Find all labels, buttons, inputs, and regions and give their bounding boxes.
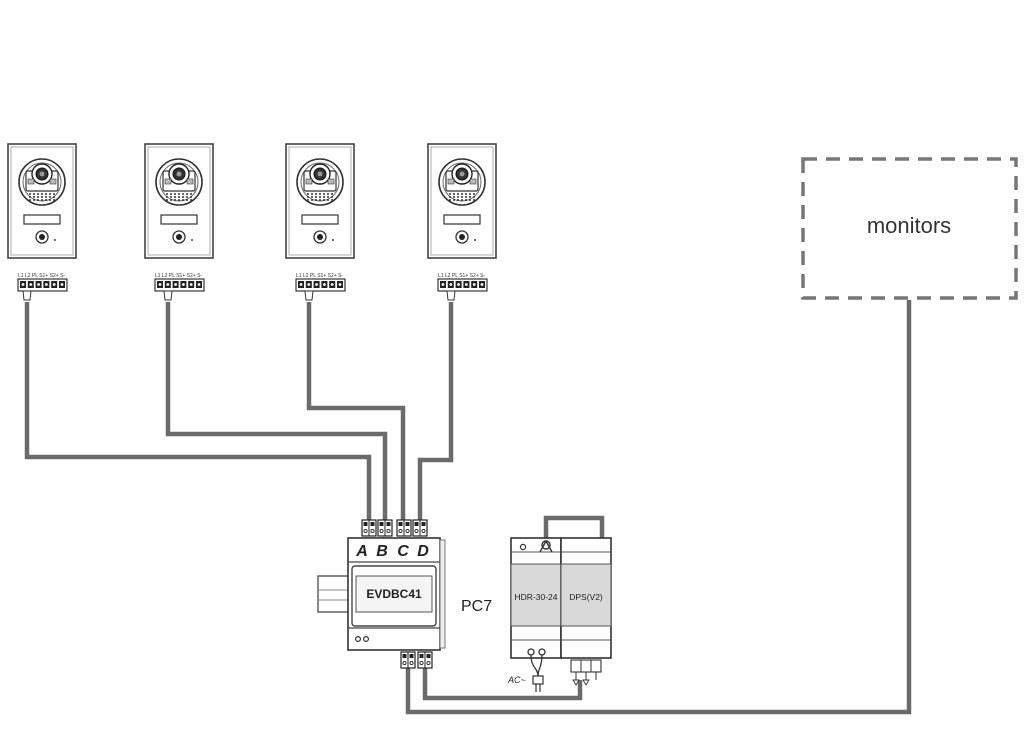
speaker-grille-icon [307,193,333,201]
controller-din-rail [317,575,351,613]
terminal-monitor-bus [400,651,416,669]
terminal-block [295,278,346,292]
door-station-1: L1 L2 PL S1+ S2+ S- [7,143,77,301]
name-tag [160,214,198,225]
power-supply-pc7: HDR-30-24 DPS(V2) AC~ [507,537,612,692]
wire-connector-tip [304,290,314,301]
wire-controller-to-monitors [405,300,912,715]
terminal-block [154,278,205,292]
door-station-2: L1 L2 PL S1+ S2+ S- [144,143,214,301]
door-stations: L1 L2 PL S1+ S2+ S- L1 L2 PL S1+ S2+ S- L1… [7,143,497,301]
terminal-port-d [412,519,428,537]
speaker-grille-icon [166,193,192,201]
port-letter-b: B [376,543,388,560]
terminal-block [437,278,488,292]
monitors-dashed-border [801,157,1018,300]
terminal-port-b [377,519,393,537]
terminal-labels: L1 L2 PL S1+ S2+ S- [438,273,485,279]
ac-plug-icon [527,648,546,692]
wires [24,300,912,715]
name-tag [23,214,61,225]
controller-evdbc41: EVDBC41 A B C D [317,519,446,669]
wire-psu-bridge [543,515,605,538]
name-tag [301,214,339,225]
wire-controller-to-power-supply [422,668,583,701]
monitors-box: monitors [801,157,1018,300]
terminal-labels: L1 L2 PL S1+ S2+ S- [18,273,65,279]
wire-door-3-to-port-c [306,302,406,520]
wire-door-4-to-port-d [417,302,454,520]
terminal-block [17,278,68,292]
ac-label: AC~ [507,675,526,685]
wire-connector-tip [163,290,173,301]
wire-door-1-to-port-a [24,302,372,520]
port-letter-d: D [417,543,429,560]
power-supply-label: PC7 [461,598,492,615]
door-station-3: L1 L2 PL S1+ S2+ S- [285,143,355,301]
controller-model-label: EVDBC41 [366,587,422,601]
controller-top-terminals [361,519,428,537]
terminal-port-c [396,519,412,537]
wire-door-2-to-port-b [165,302,388,520]
psu-module-dps-label: DPS(V2) [569,592,603,602]
terminal-labels: L1 L2 PL S1+ S2+ S- [296,273,343,279]
controller-bottom-terminals [400,651,433,669]
terminal-power-input [417,651,433,669]
terminal-labels: L1 L2 PL S1+ S2+ S- [155,273,202,279]
port-letter-a: A [355,543,368,560]
port-letter-c: C [397,543,409,560]
door-station-4: L1 L2 PL S1+ S2+ S- [427,143,497,301]
wire-connector-tip [446,290,456,301]
name-tag [443,214,481,225]
controller-label-panel [355,575,433,613]
psu-top-connector [539,539,553,553]
psu-module-hdr-label: HDR-30-24 [515,592,558,602]
terminal-port-a [361,519,377,537]
wire-connector-tip [22,290,32,301]
monitors-label: monitors [867,213,951,238]
psu-bottom-terminals [570,659,602,686]
speaker-grille-icon [449,193,475,201]
speaker-grille-icon [29,193,55,201]
